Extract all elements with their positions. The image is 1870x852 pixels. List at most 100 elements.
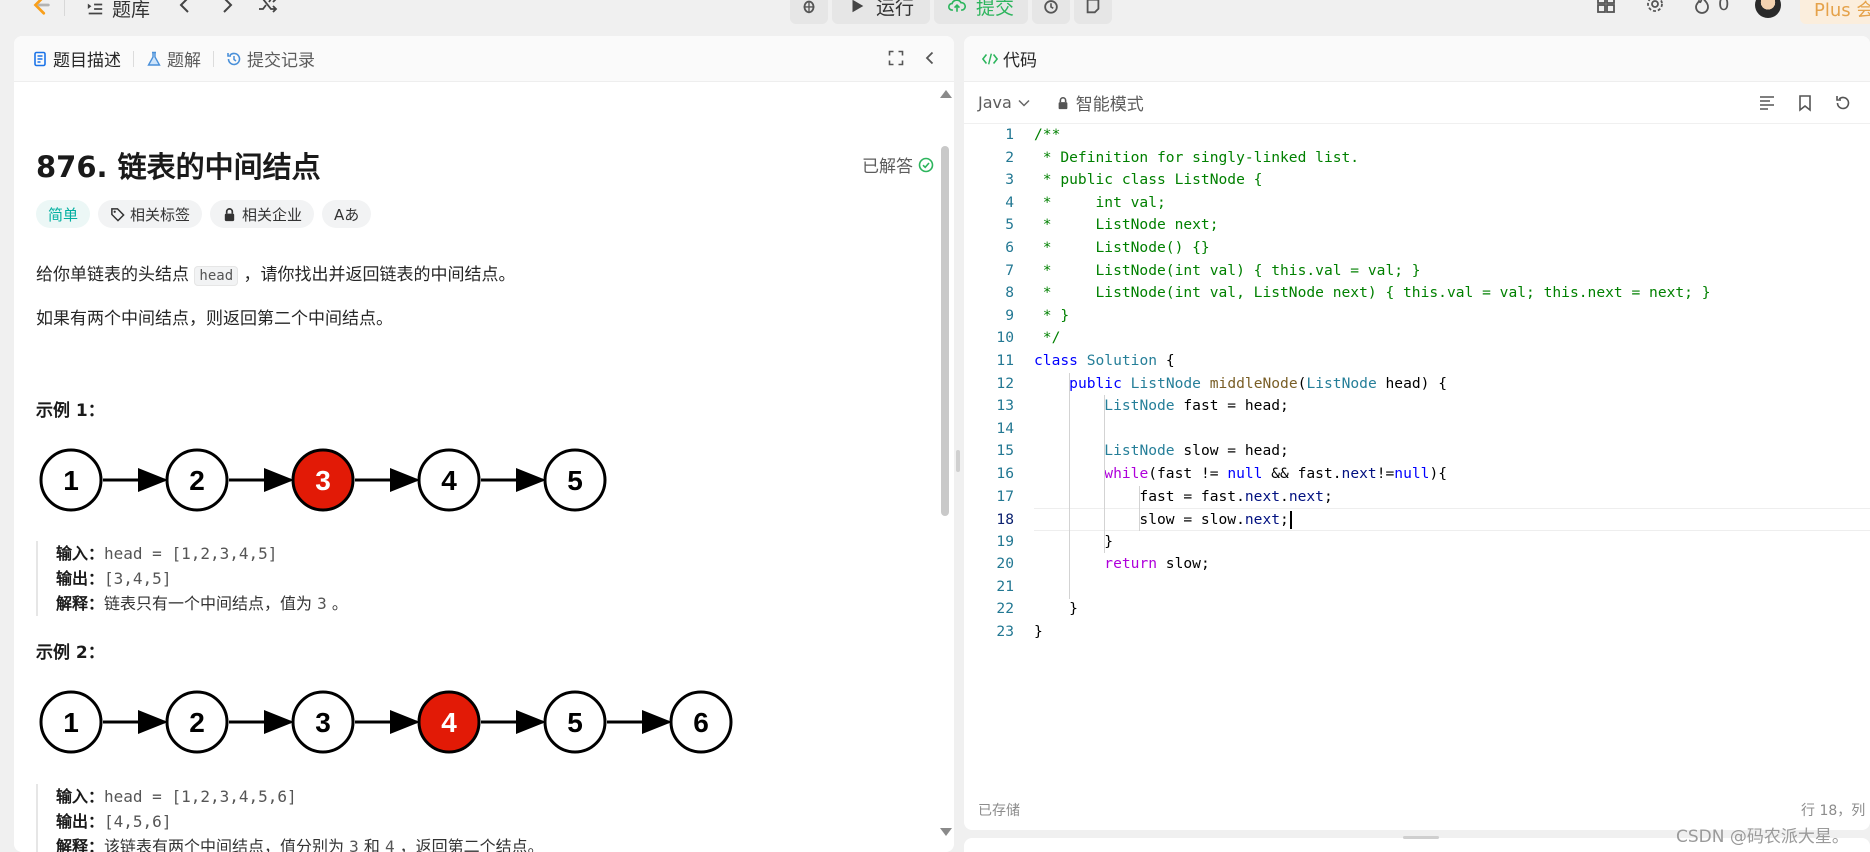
tab-solutions[interactable]: 题解: [146, 46, 201, 71]
code-line[interactable]: 9 * }: [964, 305, 1870, 328]
language-select[interactable]: Java: [978, 93, 1030, 112]
difficulty-badge: 简单: [36, 200, 91, 228]
code-line[interactable]: 3 * public class ListNode {: [964, 169, 1870, 192]
example-output: 输出：[3,4,5]: [56, 569, 172, 588]
bookmark-icon[interactable]: [1796, 94, 1814, 112]
console-panel[interactable]: [964, 838, 1870, 852]
document-icon: [34, 51, 46, 66]
code-line[interactable]: 8 * ListNode(int val, ListNode next) { t…: [964, 282, 1870, 305]
next-problem-button[interactable]: [220, 0, 234, 14]
submit-button[interactable]: 提交: [934, 0, 1029, 24]
scrollbar-thumb[interactable]: [941, 146, 949, 516]
list-node-value: 3: [315, 707, 331, 738]
code-text: while(fast != null && fast.next!=null){: [1104, 464, 1448, 482]
code-line[interactable]: 2 * Definition for singly-linked list.: [964, 147, 1870, 170]
solved-status: 已解答: [862, 152, 934, 177]
code-line[interactable]: 6 * ListNode() {}: [964, 237, 1870, 260]
code-line[interactable]: 21: [964, 576, 1870, 599]
list-node: [417, 448, 481, 512]
code-line[interactable]: 14: [964, 418, 1870, 441]
code-line[interactable]: 16 while(fast != null && fast.next!=null…: [964, 463, 1870, 486]
code-line[interactable]: 1/**: [964, 124, 1870, 147]
code-line[interactable]: 12 public ListNode middleNode(ListNode h…: [964, 373, 1870, 396]
flask-icon: [147, 51, 161, 66]
translate-tag[interactable]: Aあ: [322, 200, 372, 228]
tab-description[interactable]: 题目描述: [32, 46, 121, 71]
indent-guide: [1139, 485, 1141, 531]
line-number: 4: [1005, 193, 1014, 211]
user-avatar[interactable]: [1755, 0, 1781, 18]
code-line[interactable]: 5 * ListNode next;: [964, 214, 1870, 237]
list-node: [543, 690, 607, 754]
example-1-io: 输入：head = [1,2,3,4,5] 输出：[3,4,5] 解释：链表只有…: [36, 541, 348, 616]
notes-button[interactable]: [1074, 0, 1113, 24]
tab-code[interactable]: 代码: [982, 46, 1037, 71]
panel-resize-handle[interactable]: [956, 450, 960, 472]
run-button[interactable]: 运行: [832, 0, 931, 24]
check-circle-icon: [918, 157, 934, 172]
related-topics-label: 相关标签: [130, 205, 191, 224]
list-node-value: 1: [63, 707, 79, 738]
difficulty-label: 简单: [48, 205, 79, 224]
format-icon[interactable]: [1758, 94, 1776, 112]
tab-solutions-label: 题解: [167, 51, 201, 71]
maximize-icon[interactable]: [888, 50, 904, 66]
code-editor[interactable]: 1/**2 * Definition for singly-linked lis…: [964, 124, 1870, 796]
reset-icon[interactable]: [1834, 94, 1852, 112]
editor-toolbar: Java 智能模式: [964, 82, 1870, 124]
code-line[interactable]: 7 * ListNode(int val) { this.val = val; …: [964, 260, 1870, 283]
related-companies-tag[interactable]: 相关企业: [210, 200, 315, 228]
flame-icon: [1695, 0, 1709, 14]
debug-button[interactable]: [790, 0, 828, 24]
line-number: 2: [1005, 148, 1014, 166]
list-node-value: 2: [189, 707, 205, 738]
settings-button[interactable]: [1645, 0, 1665, 14]
related-topics-tag[interactable]: 相关标签: [98, 200, 203, 228]
list-node: [291, 690, 355, 754]
indent-guide: [1104, 395, 1106, 554]
desc-text: ，请你找出并返回链表的中间结点。: [238, 265, 516, 285]
tab-code-label: 代码: [1003, 51, 1037, 71]
problem-tabs: 题目描述 题解 提交记录: [14, 36, 954, 82]
code-line[interactable]: 17 fast = fast.next.next;: [964, 486, 1870, 509]
list-node-value: 3: [315, 465, 331, 496]
scroll-up-arrow[interactable]: [940, 90, 952, 98]
chevron-left-icon: [179, 0, 189, 13]
plus-button[interactable]: Plus 会: [1800, 0, 1870, 24]
streak-counter[interactable]: 0: [1692, 0, 1729, 15]
tab-submissions[interactable]: 提交记录: [226, 46, 315, 71]
code-icon: [982, 52, 998, 65]
line-number: 13: [996, 397, 1014, 415]
smart-mode-toggle[interactable]: 智能模式: [1056, 90, 1144, 115]
code-tabs: 代码: [964, 36, 1870, 82]
list-node-middle: [417, 690, 481, 754]
desc-text: 给你单链表的头结点: [36, 265, 195, 285]
leetcode-logo[interactable]: [30, 0, 52, 16]
editor-actions: [1758, 94, 1852, 112]
code-line[interactable]: 10 */: [964, 327, 1870, 350]
example-input: 输入：head = [1,2,3,4,5]: [56, 544, 278, 563]
scroll-down-arrow[interactable]: [940, 828, 952, 836]
layout-button[interactable]: [1596, 0, 1616, 14]
language-label: Java: [978, 93, 1012, 112]
code-line[interactable]: 15 ListNode slow = head;: [964, 440, 1870, 463]
line-number: 22: [996, 600, 1014, 618]
collapse-left-icon[interactable]: [922, 50, 938, 66]
random-problem-button[interactable]: [258, 0, 278, 13]
code-line[interactable]: 13 ListNode fast = head;: [964, 395, 1870, 418]
streak-count: 0: [1718, 0, 1730, 15]
code-line[interactable]: 19 }: [964, 531, 1870, 554]
list-node-value: 4: [441, 707, 457, 738]
code-line[interactable]: 18 slow = slow.next;: [996, 508, 1870, 531]
prev-problem-button[interactable]: [178, 0, 192, 14]
code-line[interactable]: 20 return slow;: [964, 553, 1870, 576]
problem-list-button[interactable]: 题库: [86, 0, 150, 22]
tab-divider: [213, 50, 214, 67]
timer-button[interactable]: [1032, 0, 1071, 24]
code-line[interactable]: 23}: [964, 621, 1870, 644]
code-line[interactable]: 22 }: [964, 598, 1870, 621]
list-node: [165, 690, 229, 754]
console-resize-handle[interactable]: [1403, 836, 1439, 839]
code-line[interactable]: 4 * int val;: [964, 192, 1870, 215]
